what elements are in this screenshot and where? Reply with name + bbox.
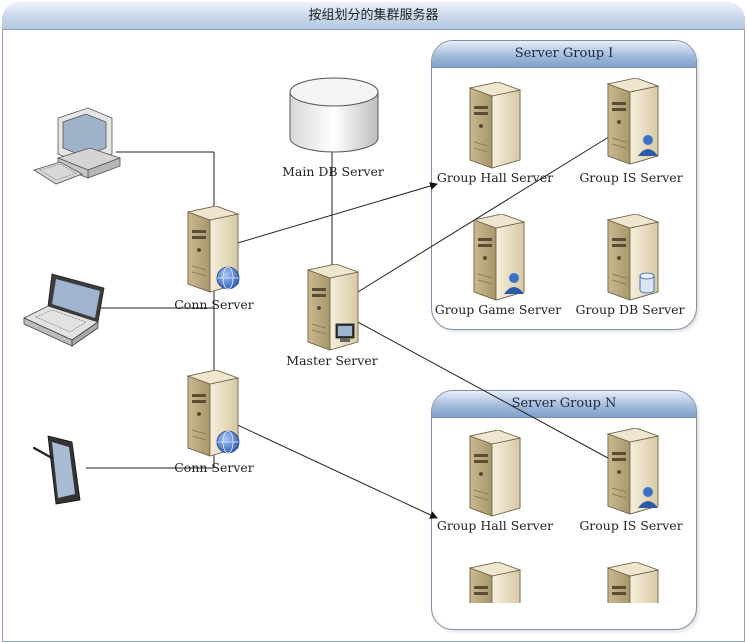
conn-server-2 (187, 370, 240, 457)
globe-icon (216, 266, 240, 290)
user-icon (504, 273, 524, 294)
line-master-g1is (331, 129, 621, 309)
group1-hall-server-label: Group Hall Server (436, 170, 554, 185)
page-title: 按组划分的集群服务器 (2, 2, 745, 30)
user-icon (638, 487, 658, 508)
group1-is-server (607, 78, 659, 165)
user-icon (638, 135, 658, 156)
groupn-server-partial-1 (469, 562, 521, 603)
groupn-is-server-label: Group IS Server (579, 518, 683, 533)
conn-server-2-label: Conn Server (174, 460, 254, 475)
groupn-hall-server (469, 430, 521, 517)
globe-icon (216, 430, 240, 454)
conn-server-1-label: Conn Server (174, 297, 254, 312)
db-icon (639, 272, 655, 294)
server-group-1-title: Server Group I (432, 41, 696, 68)
master-server-label: Master Server (286, 353, 378, 368)
group1-is-server-label: Group IS Server (579, 170, 683, 185)
groupn-server-partial-2 (607, 562, 659, 603)
line-master-gnis (331, 307, 631, 471)
database-cylinder-icon (289, 77, 379, 153)
desktop-pc-icon (33, 107, 122, 185)
main-db-server-label: Main DB Server (282, 164, 384, 179)
groupn-hall-server-label: Group Hall Server (436, 518, 554, 533)
group1-db-server-label: Group DB Server (575, 302, 685, 317)
line-conn1-hall (213, 182, 438, 251)
server-group-n-title: Server Group N (432, 391, 696, 418)
groupn-is-server (607, 428, 659, 515)
group1-game-server-label: Group Game Server (434, 302, 562, 317)
connection-lines (86, 121, 631, 519)
group1-db-server (607, 214, 659, 301)
tablet-icon (32, 435, 81, 505)
laptop-icon (23, 273, 105, 347)
monitor-icon (335, 323, 355, 342)
group1-game-server (473, 214, 525, 301)
master-server (307, 264, 359, 351)
line-conn2-hall (213, 413, 438, 519)
conn-server-1 (187, 206, 240, 293)
group1-hall-server (469, 82, 521, 169)
